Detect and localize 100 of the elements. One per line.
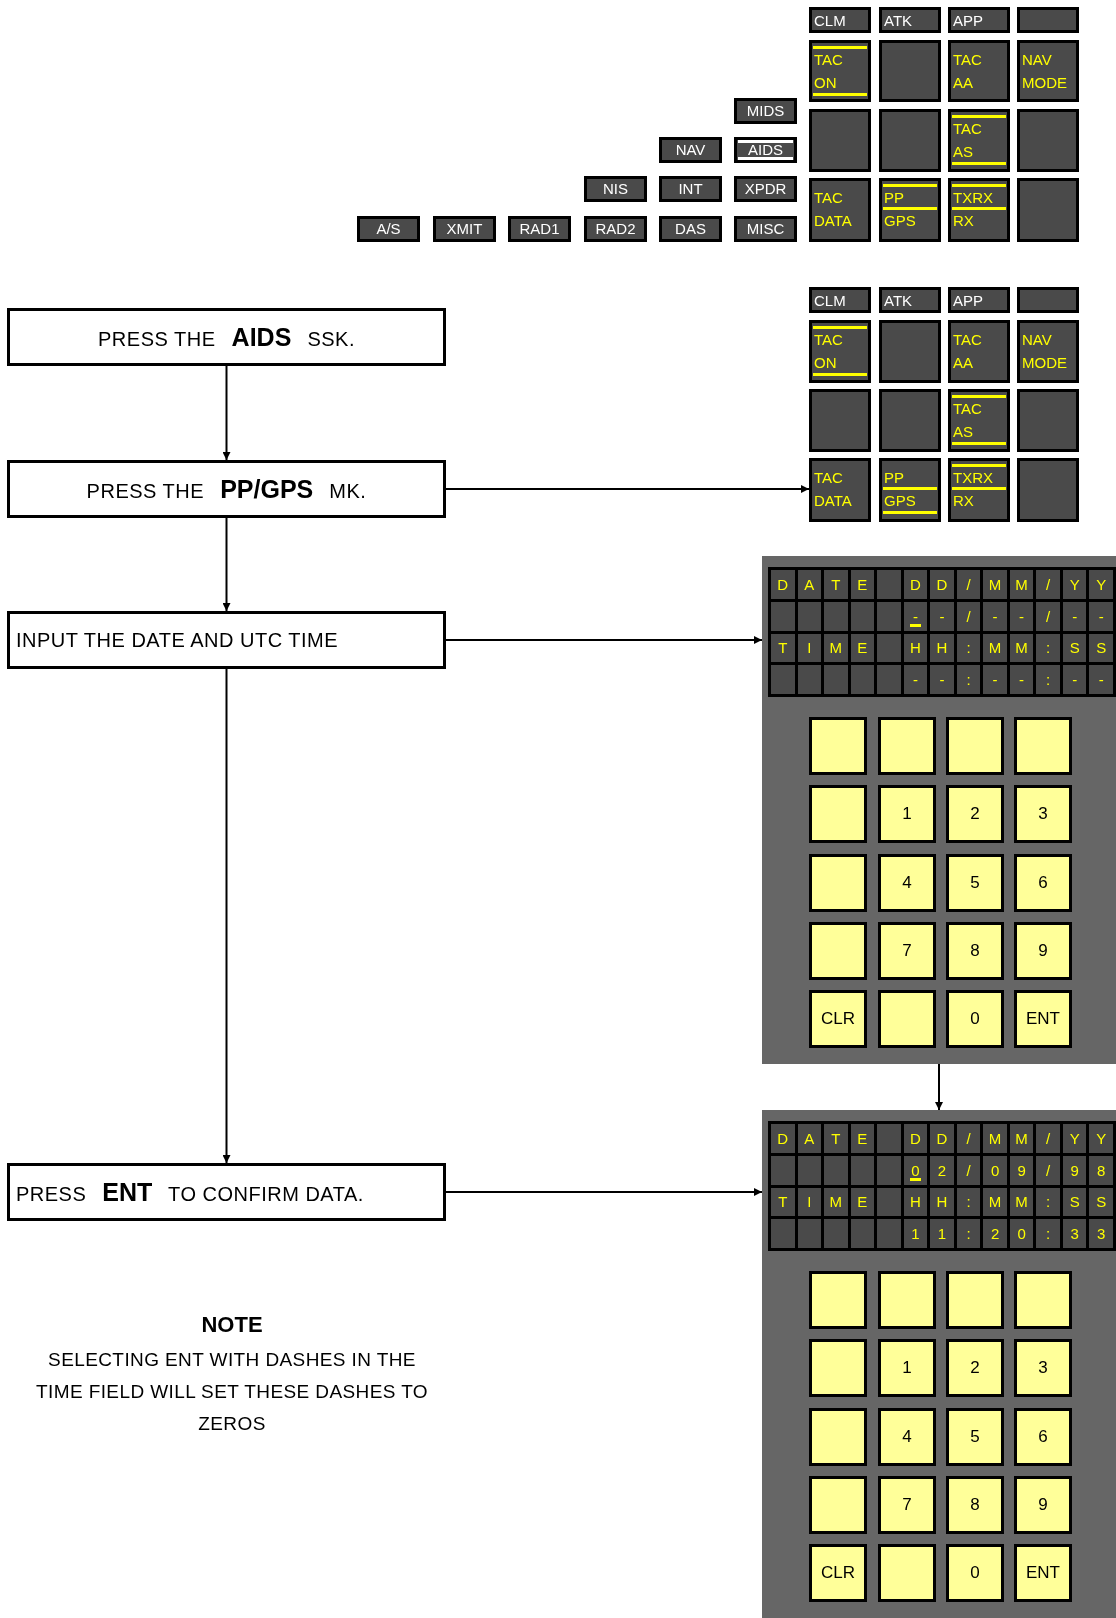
keypad-key: 1 (878, 1339, 936, 1397)
display-cell: / (956, 570, 981, 599)
display-cell: 9 (1009, 1155, 1034, 1185)
display-cell: 0 (983, 1155, 1007, 1185)
display-cell: M (983, 1187, 1007, 1217)
display-cell: I (797, 633, 822, 663)
display-cell: - (903, 665, 928, 694)
display-cell: D (930, 1124, 954, 1153)
softkey-button: NIS (584, 176, 647, 202)
softkey-button: A/S (357, 216, 420, 242)
display-cell: I (797, 1187, 822, 1217)
display-cell: E (850, 1187, 875, 1217)
display-cell: / (1036, 601, 1060, 631)
display-cell: H (930, 1187, 954, 1217)
keypad-key: CLR (809, 1544, 867, 1602)
option-button: APP (948, 7, 1010, 33)
keypad-key: 4 (878, 1408, 936, 1466)
keypad-key: CLR (809, 990, 867, 1048)
display-cell: : (1036, 665, 1060, 694)
keypad-key (946, 717, 1004, 775)
keypad-key: 4 (878, 854, 936, 912)
keypad-key: 2 (946, 785, 1004, 843)
softkey-button: XMIT (433, 216, 496, 242)
option-button: PP GPS (879, 458, 941, 522)
option-button (1017, 7, 1079, 33)
keypad-key (946, 1271, 1004, 1329)
display-cell: 9 (1062, 1155, 1087, 1185)
option-button: CLM (809, 287, 871, 313)
keypad-key: 7 (878, 922, 936, 980)
keypad-key (809, 854, 867, 912)
option-button: TAC ON (809, 40, 871, 102)
display-cell: Y (1089, 570, 1113, 599)
option-button: NAV MODE (1017, 40, 1079, 102)
display-cell: 2 (930, 1155, 954, 1185)
keypad-key (1014, 717, 1072, 775)
keypad-key: 8 (946, 922, 1004, 980)
display-cell: - (1062, 601, 1087, 631)
arrow (222, 668, 231, 1164)
arrow (935, 1063, 943, 1111)
display-cell: : (956, 1219, 981, 1248)
keypad-key (809, 1339, 867, 1397)
keypad-key (809, 1476, 867, 1534)
keypad-key (809, 1408, 867, 1466)
option-button: TAC AS (948, 109, 1010, 172)
keypad-key (878, 990, 936, 1048)
option-button (1017, 458, 1079, 522)
softkey-button: MISC (734, 216, 797, 242)
keypad-key (878, 1271, 936, 1329)
option-button: TAC AA (948, 40, 1010, 102)
display-cell: M (983, 633, 1007, 663)
keypad-key: 8 (946, 1476, 1004, 1534)
arrow (445, 1188, 763, 1196)
instruction-box: INPUT THE DATE AND UTC TIME (7, 611, 446, 669)
display-cell: / (1036, 1155, 1060, 1185)
display-cell: : (1036, 1187, 1060, 1217)
display-cell: / (956, 601, 981, 631)
option-button: APP (948, 287, 1010, 313)
display-cell: M (1009, 1187, 1034, 1217)
display-cell: 3 (1062, 1219, 1087, 1248)
keypad-key: 2 (946, 1339, 1004, 1397)
display-cell: - (1009, 601, 1034, 631)
display-cell: E (850, 1124, 875, 1153)
display-cell: / (956, 1155, 981, 1185)
keypad-key: 1 (878, 785, 936, 843)
display-cell: H (930, 633, 954, 663)
display-cell: T (771, 633, 795, 663)
display-cell: E (850, 570, 875, 599)
display-cell: 1 (903, 1219, 928, 1248)
arrow (445, 636, 763, 644)
display-cell: - (1089, 665, 1113, 694)
option-button (1017, 109, 1079, 172)
display-cell: 1 (930, 1219, 954, 1248)
softkey-button: INT (659, 176, 722, 202)
option-button (1017, 389, 1079, 452)
instruction-box: PRESS ENT TO CONFIRM DATA. (7, 1163, 446, 1221)
display-cell: M (824, 633, 848, 663)
display-cell: M (824, 1187, 848, 1217)
keypad-key: 9 (1014, 1476, 1072, 1534)
display-cell: S (1089, 633, 1113, 663)
option-button: TAC ON (809, 320, 871, 383)
display-cell: - (1062, 665, 1087, 694)
keypad-key (809, 922, 867, 980)
display-cell: - (1089, 601, 1113, 631)
keypad-key (809, 717, 867, 775)
note-text: SELECTING ENT WITH DASHES IN THE TIME FIELD WILL SET THESE DASHES TO ZEROS (35, 1348, 429, 1436)
keypad-key: 0 (946, 1544, 1004, 1602)
option-button: TAC DATA (809, 178, 871, 242)
display-cell: / (956, 1124, 981, 1153)
display-cell: 3 (1089, 1219, 1113, 1248)
keypad-key (809, 785, 867, 843)
arrow (222, 365, 231, 461)
display-cell: D (771, 570, 795, 599)
display-cell: : (956, 665, 981, 694)
display-cell: - (930, 601, 954, 631)
display-cell: A (797, 570, 822, 599)
keypad-key (878, 1544, 936, 1602)
display-cell: M (983, 570, 1007, 599)
arrow (222, 517, 231, 612)
option-button: ATK (879, 7, 941, 33)
display-cell: - (903, 601, 928, 631)
